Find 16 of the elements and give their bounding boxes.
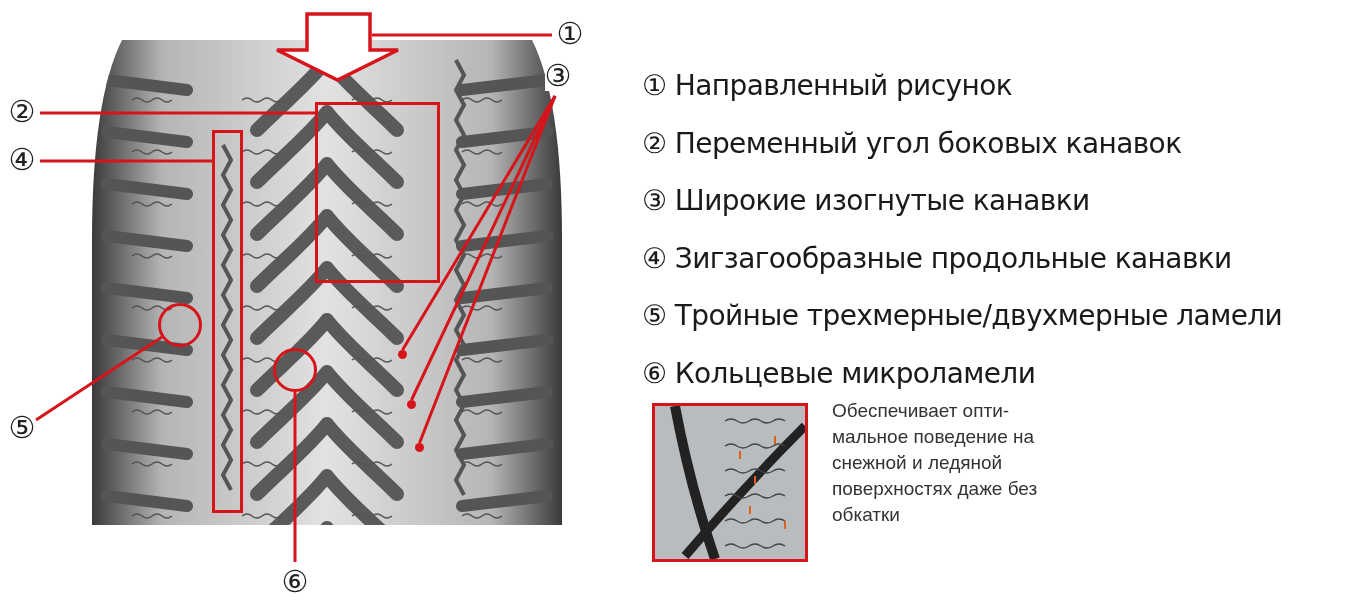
callout-number: ③	[544, 61, 572, 91]
leader-line	[40, 111, 315, 115]
feature-label: ③ Широкие изогнутые канавки	[642, 183, 1090, 219]
feature-label: ⑥ Кольцевые микроламели	[642, 356, 1036, 392]
leader-line	[372, 33, 552, 37]
feature-label: ② Переменный угол боковых канавок	[642, 126, 1182, 162]
leader-line	[293, 392, 297, 562]
feature-label: ⑤ Тройные трехмерные/двухмерные ламели	[642, 298, 1283, 334]
description-text: Обеспечивает опти- мальное поведение на снежной и ледяной поверхностях даже без обкатки	[832, 399, 1039, 527]
leader-line	[418, 95, 557, 444]
feature-label: ④ Зигзагообразные продольные канавки	[642, 241, 1232, 277]
feature-label: ① Направленный рисунок	[642, 68, 1012, 104]
highlight-frame	[212, 130, 243, 513]
leader-line	[40, 159, 212, 163]
highlight-frame	[315, 102, 440, 283]
leader-line	[35, 335, 163, 422]
